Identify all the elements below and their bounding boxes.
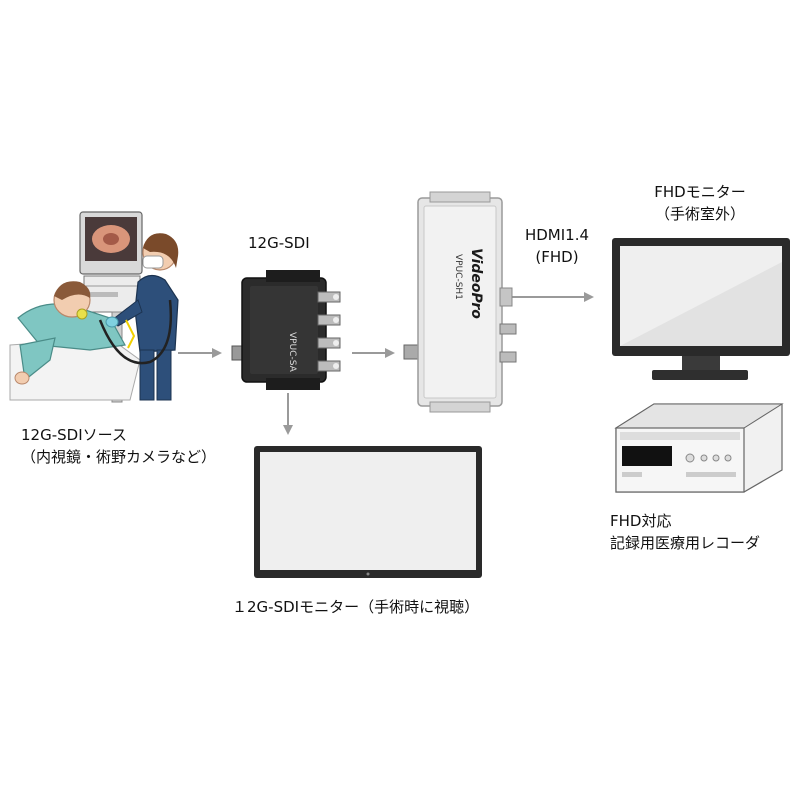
arrow-converter-to-fhd-monitor bbox=[510, 292, 594, 302]
sdi-monitor-device bbox=[254, 446, 482, 578]
signal-arrows bbox=[178, 292, 594, 435]
sdi-monitor-label: １2G-SDIモニター（手術時に視聴） bbox=[232, 598, 480, 616]
medical-recorder-device bbox=[614, 403, 784, 493]
recorder-label: FHD対応 記録用医療用レコーダ bbox=[610, 510, 760, 554]
source-label-line2: （内視鏡・術野カメラなど） bbox=[21, 448, 217, 466]
splitter-brand-text: VPUC-SA bbox=[287, 332, 297, 373]
recorder-label-line2: 記録用医療用レコーダ bbox=[610, 534, 761, 552]
fhd-monitor-label-line2: （手術室外） bbox=[654, 205, 745, 223]
hdmi-label: HDMI1.4 (FHD) bbox=[514, 224, 600, 268]
arrow-source-to-splitter bbox=[178, 348, 222, 358]
source-label: 12G-SDIソース （内視鏡・術野カメラなど） bbox=[21, 424, 216, 468]
hdmi-label-line1: HDMI1.4 bbox=[524, 226, 590, 244]
arrow-splitter-to-sdi-monitor bbox=[283, 393, 293, 435]
recorder-label-line1: FHD対応 bbox=[610, 512, 672, 530]
endoscope-source-illustration bbox=[9, 211, 179, 403]
fhd-monitor-label-line1: FHDモニター bbox=[654, 183, 746, 201]
sdi-splitter-device: VPUC-SA bbox=[231, 270, 341, 390]
hdmi-converter-device: VideoPro VPUC-SH1 bbox=[403, 191, 517, 413]
fhd-monitor-label: FHDモニター （手術室外） bbox=[620, 181, 780, 225]
fhd-monitor-device bbox=[612, 238, 790, 380]
hdmi-label-line2: (FHD) bbox=[535, 248, 579, 266]
converter-model-text: VPUC-SH1 bbox=[453, 254, 463, 300]
sdi-cable-label: 12G-SDI bbox=[248, 234, 310, 252]
arrow-splitter-to-converter bbox=[352, 348, 395, 358]
converter-brand-text: VideoPro bbox=[468, 248, 484, 319]
source-label-line1: 12G-SDIソース bbox=[21, 426, 127, 444]
